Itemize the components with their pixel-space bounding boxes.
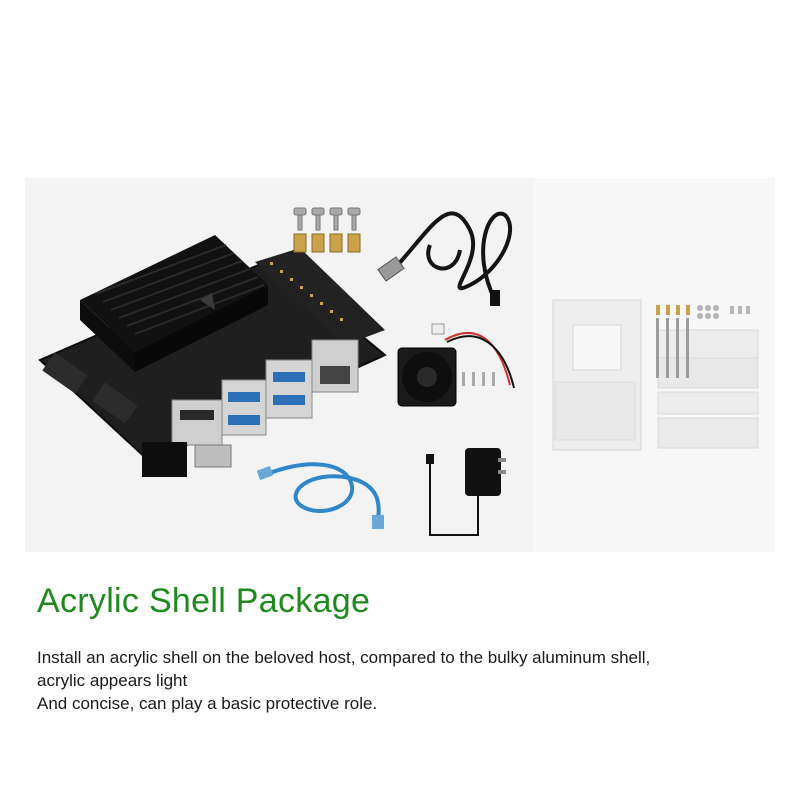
usb-ports [171,339,359,446]
package-description: Install an acrylic shell on the beloved … [37,646,767,715]
package-title: Acrylic Shell Package [37,582,371,620]
usb-cable [393,211,512,301]
heatsink [80,235,268,372]
power-adapter [426,448,506,536]
description-line: acrylic appears light [37,671,188,690]
power-jack [142,442,187,477]
acrylic-shell-parts [552,299,759,451]
hdmi-port [194,444,232,468]
description-line: And concise, can play a basic protective… [37,694,378,713]
dev-board [38,235,387,477]
screws-and-standoffs [293,207,361,253]
cooling-fan [397,323,515,407]
ethernet-cable [264,462,381,521]
description-line: Install an acrylic shell on the beloved … [37,648,651,667]
